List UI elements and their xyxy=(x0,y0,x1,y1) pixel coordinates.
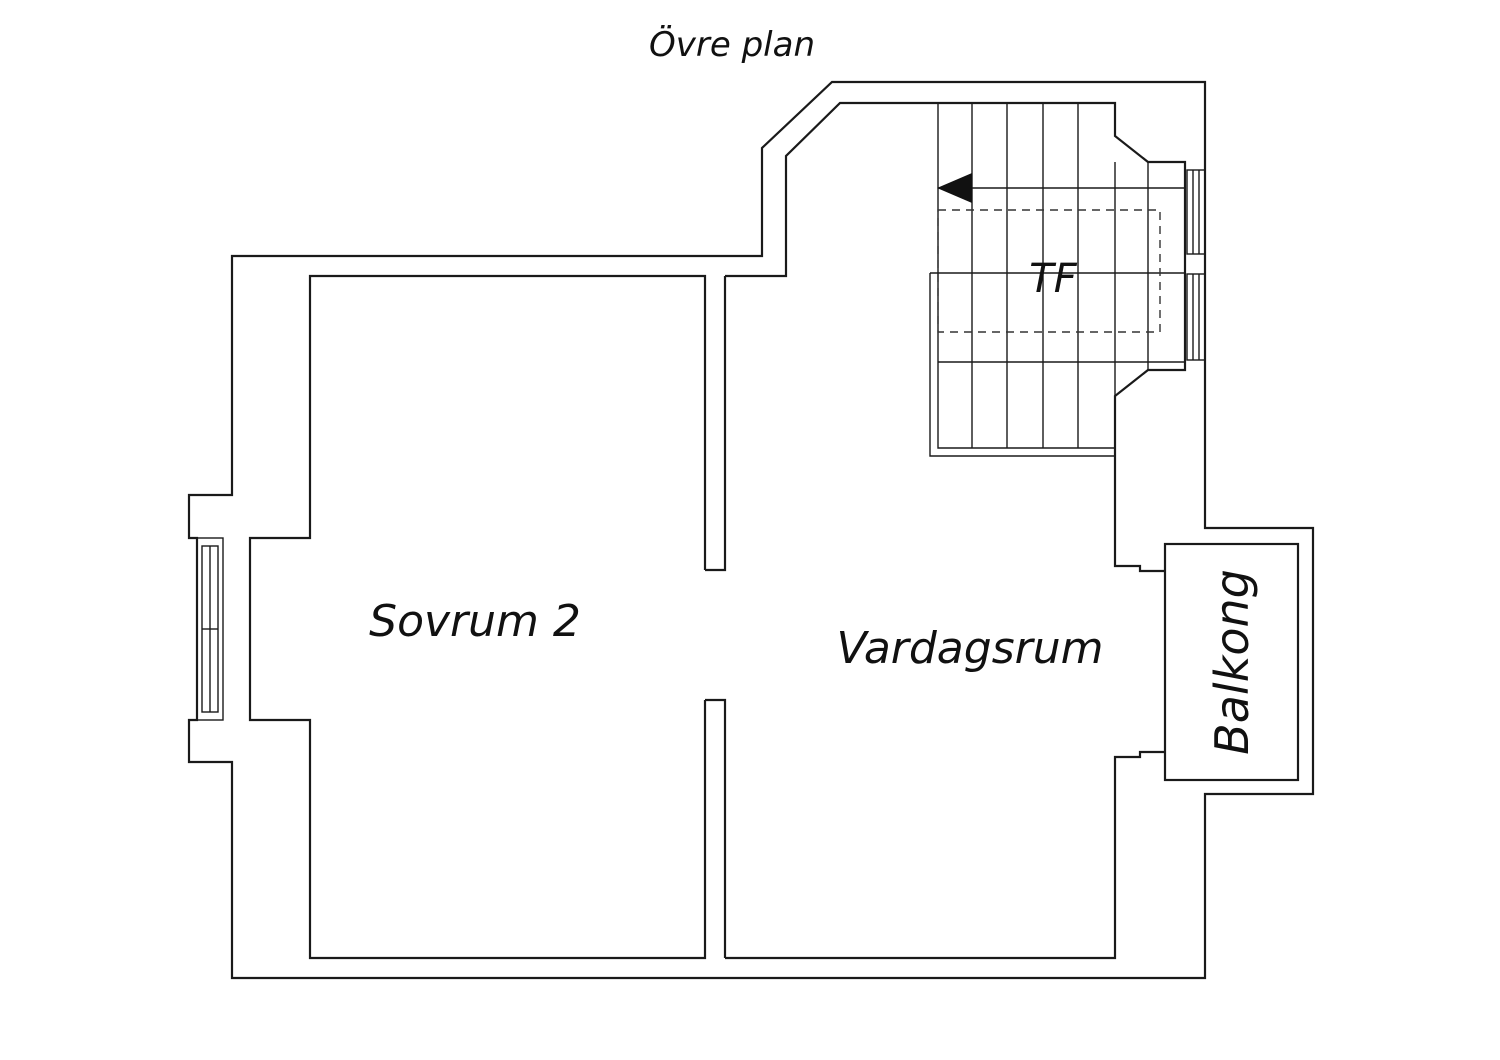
balcony-label: Balkong xyxy=(1205,569,1259,755)
partition-wall-top xyxy=(705,276,727,572)
closet-outline xyxy=(937,209,1161,333)
partition-wall-bottom xyxy=(705,698,727,958)
stair-arrow-icon xyxy=(937,173,972,203)
living-room-inner-wall xyxy=(725,101,1187,573)
bedroom-label: Sovrum 2 xyxy=(369,596,581,647)
window-left xyxy=(196,537,224,721)
outer-wall xyxy=(187,80,1315,980)
window-right-bottom xyxy=(1186,273,1206,361)
living-room-inner-wall-lower xyxy=(725,750,1165,960)
bedroom-inner-wall xyxy=(248,274,707,960)
plan-title: Övre plan xyxy=(649,24,815,65)
balcony-outline xyxy=(1163,542,1300,782)
closet-label: TF xyxy=(1029,256,1077,302)
window-right-top xyxy=(1186,169,1206,255)
living-room-label: Vardagsrum xyxy=(837,623,1104,674)
